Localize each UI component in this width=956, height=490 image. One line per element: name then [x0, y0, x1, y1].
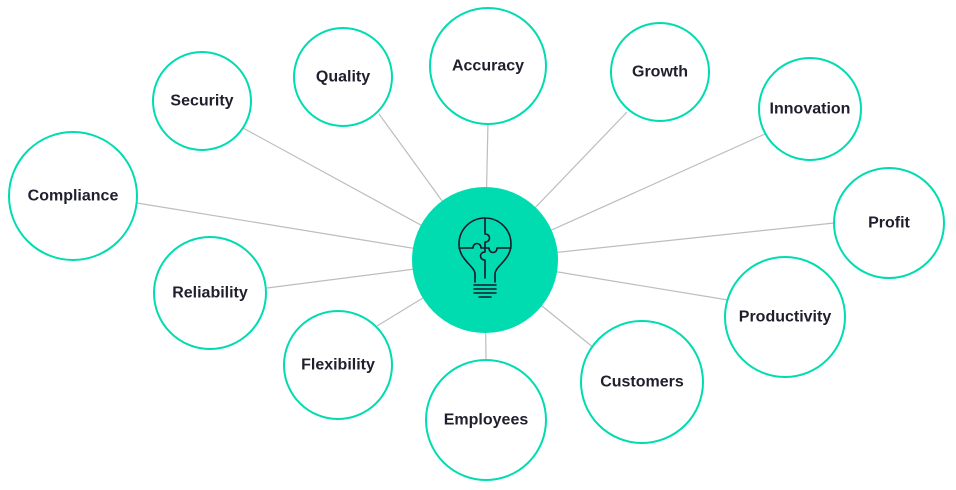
node-label-employees: Employees — [444, 412, 529, 429]
node-compliance: Compliance — [8, 131, 138, 261]
node-customers: Customers — [580, 320, 704, 444]
node-quality: Quality — [293, 27, 393, 127]
node-circle-customers — [580, 320, 704, 444]
node-growth: Growth — [610, 22, 710, 122]
node-circle-profit — [833, 167, 945, 279]
node-circle-employees — [425, 359, 547, 481]
node-circle-productivity — [724, 256, 846, 378]
lightbulb-puzzle-icon — [458, 217, 512, 298]
node-circle-growth — [610, 22, 710, 122]
node-label-growth: Growth — [632, 64, 688, 81]
node-circle-accuracy — [429, 7, 547, 125]
node-label-profit: Profit — [868, 215, 910, 232]
node-label-security: Security — [170, 93, 233, 110]
node-reliability: Reliability — [153, 236, 267, 350]
node-label-innovation: Innovation — [770, 101, 851, 118]
node-security: Security — [152, 51, 252, 151]
node-flexibility: Flexibility — [283, 310, 393, 420]
node-innovation: Innovation — [758, 57, 862, 161]
central-hub — [412, 187, 558, 333]
node-circle-security — [152, 51, 252, 151]
node-circle-quality — [293, 27, 393, 127]
node-label-quality: Quality — [316, 69, 370, 86]
node-label-customers: Customers — [600, 374, 684, 391]
node-accuracy: Accuracy — [429, 7, 547, 125]
node-label-reliability: Reliability — [172, 285, 248, 302]
node-circle-flexibility — [283, 310, 393, 420]
node-circle-reliability — [153, 236, 267, 350]
node-label-productivity: Productivity — [739, 309, 832, 326]
node-label-accuracy: Accuracy — [452, 58, 524, 75]
node-label-compliance: Compliance — [28, 188, 119, 205]
node-profit: Profit — [833, 167, 945, 279]
node-employees: Employees — [425, 359, 547, 481]
topic-nodes: Security Quality Accuracy Growth Innovat… — [8, 7, 945, 481]
node-circle-innovation — [758, 57, 862, 161]
node-productivity: Productivity — [724, 256, 846, 378]
node-label-flexibility: Flexibility — [301, 357, 375, 374]
node-circle-compliance — [8, 131, 138, 261]
